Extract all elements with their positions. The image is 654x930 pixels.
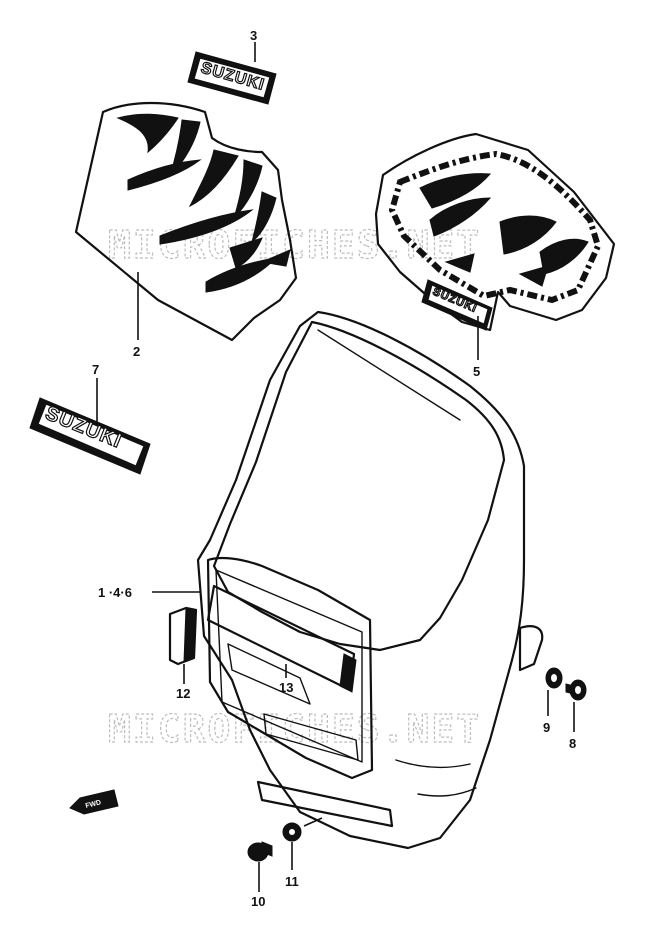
watermark-upper: MICROFICHES.NET	[108, 223, 481, 267]
part-12-pad[interactable]	[168, 606, 198, 666]
callout-1-4-6[interactable]: 1 ·4·6	[98, 585, 132, 600]
callout-9[interactable]: 9	[543, 720, 550, 735]
part-3-suzuki-badge[interactable]: SUZUKI	[187, 51, 277, 105]
callout-8[interactable]: 8	[569, 736, 576, 751]
callout-7[interactable]: 7	[92, 362, 99, 377]
leader-11-mount	[303, 817, 323, 827]
part-10-bolt[interactable]	[247, 841, 273, 862]
callout-11[interactable]: 11	[285, 874, 299, 889]
callout-12[interactable]: 12	[176, 686, 190, 701]
part-2-cowl-panel[interactable]	[74, 101, 298, 342]
fwd-label: FWD	[85, 799, 102, 810]
callout-3[interactable]: 3	[250, 28, 257, 43]
callout-13[interactable]: 13	[279, 680, 293, 695]
callout-5[interactable]: 5	[473, 364, 480, 379]
fwd-direction-arrow: FWD	[69, 789, 119, 815]
callout-2[interactable]: 2	[133, 344, 140, 359]
part-7-suzuki-emblem[interactable]: SUZUKI	[29, 397, 151, 475]
part-11-washer[interactable]	[282, 822, 302, 842]
part-1-4-6-headlight-cowl[interactable]	[196, 310, 544, 850]
part-8-bolt[interactable]	[565, 679, 587, 701]
callout-10[interactable]: 10	[251, 894, 265, 909]
part-9-washer[interactable]	[545, 667, 563, 689]
watermark-lower: MICROFICHES.NET	[108, 707, 481, 751]
